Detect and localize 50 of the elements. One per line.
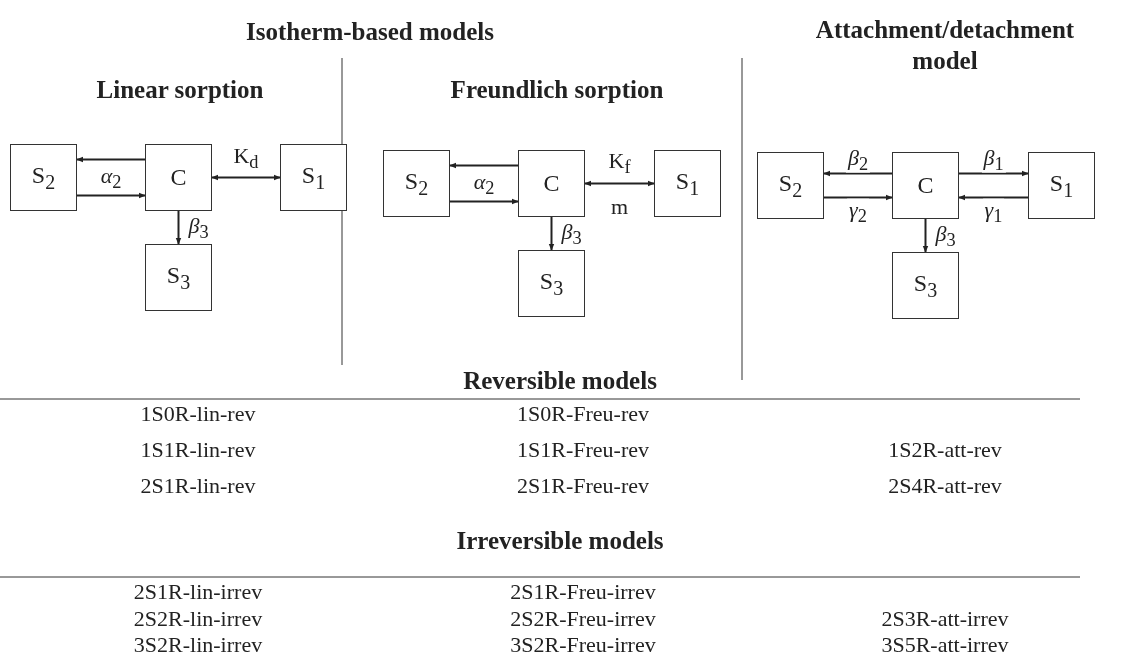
state-box: S$_{2}$ [10, 144, 77, 211]
model-name: 2S2R-lin-irrev [133, 606, 263, 632]
model-name: 2S4R-att-rev [888, 473, 1002, 499]
state-box: C [518, 150, 585, 217]
heading: Linear sorption [96, 76, 264, 104]
heading: Isotherm-based models [246, 18, 494, 46]
heading: Irreversible models [456, 527, 664, 555]
arrow [76, 156, 146, 163]
model-name: 2S1R-Freu-irrev [510, 579, 656, 605]
edge-label: γ$_{2}$ [847, 198, 869, 225]
state-box: C [145, 144, 212, 211]
state-box: S$_{1}$ [280, 144, 347, 211]
state-box: S$_{1}$ [654, 150, 721, 217]
heading: Reversible models [463, 367, 657, 395]
state-box: S$_{2}$ [383, 150, 450, 217]
arrow [449, 198, 519, 205]
arrow [548, 216, 555, 251]
heading: Attachment/detachment model [815, 14, 1075, 76]
model-name: 2S1R-Freu-rev [517, 473, 649, 499]
arrow [958, 170, 1029, 177]
model-name: 2S1R-lin-irrev [133, 579, 263, 605]
model-name: 1S1R-lin-rev [140, 437, 256, 463]
model-name: 1S0R-Freu-rev [517, 401, 649, 427]
model-name: 3S2R-Freu-irrev [510, 632, 656, 658]
model-name: 2S1R-lin-rev [140, 473, 256, 499]
arrow [211, 174, 281, 181]
model-name: 1S1R-Freu-rev [517, 437, 649, 463]
state-box: S$_{1}$ [1028, 152, 1095, 219]
heading: Freundlich sorption [450, 76, 664, 104]
model-name: 3S5R-att-irrev [881, 632, 1009, 658]
arrow [958, 194, 1029, 201]
edge-label: γ$_{1}$ [982, 198, 1005, 225]
state-box: S$_{3}$ [145, 244, 212, 311]
model-name: 1S2R-att-rev [888, 437, 1002, 463]
model-name: 2S3R-att-irrev [881, 606, 1009, 632]
state-box: S$_{3}$ [892, 252, 959, 319]
edge-label: K$_{f}$ m [607, 146, 632, 221]
arrow [823, 170, 893, 177]
model-name: 2S2R-Freu-irrev [510, 606, 656, 632]
arrow [449, 162, 519, 169]
model-name: 3S2R-lin-irrev [133, 632, 263, 658]
arrow [584, 180, 655, 187]
model-name: 1S0R-lin-rev [140, 401, 256, 427]
state-box: S$_{2}$ [757, 152, 824, 219]
arrow [922, 218, 929, 253]
state-box: S$_{3}$ [518, 250, 585, 317]
state-box: C [892, 152, 959, 219]
arrow [823, 194, 893, 201]
arrow [175, 210, 182, 245]
arrow [76, 192, 146, 199]
